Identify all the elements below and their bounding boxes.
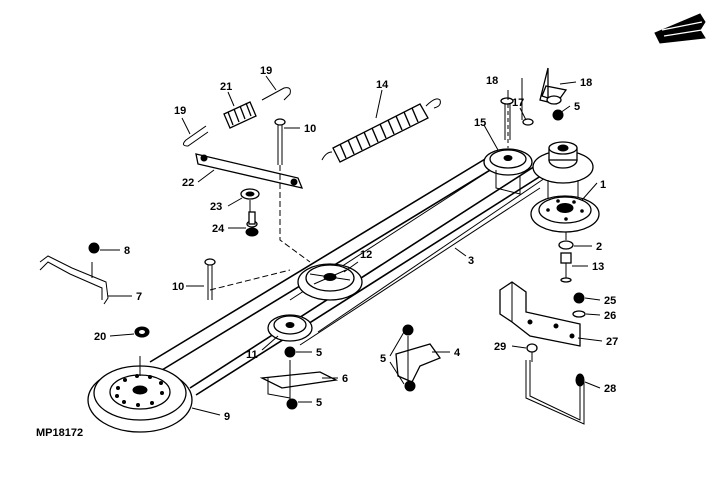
bolt-18-left bbox=[500, 97, 514, 140]
drive-belts bbox=[149, 149, 567, 396]
callout-26: 26 bbox=[604, 310, 616, 322]
drive-pulley-1 bbox=[530, 141, 600, 233]
nut-5-mid-upper bbox=[402, 324, 414, 336]
callout-11: 11 bbox=[246, 349, 258, 361]
callout-23: 23 bbox=[210, 201, 222, 213]
callout-25: 25 bbox=[604, 295, 616, 307]
nut-5-left-upper bbox=[284, 346, 296, 358]
assembly-lines bbox=[209, 104, 567, 291]
bolt-13 bbox=[560, 252, 572, 283]
washer-17 bbox=[522, 118, 534, 126]
callout-3: 3 bbox=[468, 255, 474, 267]
nut-8 bbox=[88, 242, 100, 254]
callout-2: 2 bbox=[596, 241, 602, 253]
callout-22: 22 bbox=[182, 177, 194, 189]
nut-23 bbox=[240, 188, 260, 200]
nut-5-mid-lower bbox=[404, 380, 416, 392]
rod-28 bbox=[525, 360, 585, 425]
idler-pulley-12 bbox=[297, 263, 363, 301]
callout-8: 8 bbox=[124, 245, 130, 257]
callout-5-left-upper: 5 bbox=[316, 347, 322, 359]
hook-19-left bbox=[182, 125, 209, 147]
callout-1: 1 bbox=[600, 179, 606, 191]
direction-arrow-icon bbox=[654, 13, 706, 44]
callout-15: 15 bbox=[474, 117, 486, 129]
callout-10-lower: 10 bbox=[172, 281, 184, 293]
hook-19-right bbox=[261, 87, 291, 101]
callout-5-left-lower: 5 bbox=[316, 397, 322, 409]
nut-25 bbox=[573, 292, 585, 304]
bracket-27 bbox=[499, 281, 581, 347]
callout-5-top: 5 bbox=[574, 101, 580, 113]
callout-10-upper: 10 bbox=[304, 123, 316, 135]
bracket-6 bbox=[259, 360, 339, 400]
callout-21: 21 bbox=[220, 81, 232, 93]
callout-20: 20 bbox=[94, 331, 106, 343]
callout-12: 12 bbox=[360, 249, 372, 261]
callout-13: 13 bbox=[592, 261, 604, 273]
rod-7 bbox=[39, 255, 109, 305]
callout-6: 6 bbox=[342, 373, 348, 385]
nut-5-left-lower bbox=[286, 398, 298, 410]
idler-arm-22 bbox=[195, 153, 304, 189]
bracket-4 bbox=[395, 336, 442, 384]
idler-pulley-11 bbox=[267, 314, 313, 342]
bolt-24 bbox=[245, 211, 259, 237]
large-pulley bbox=[87, 356, 193, 433]
callout-7: 7 bbox=[136, 291, 142, 303]
callout-9: 9 bbox=[224, 411, 230, 423]
bolt-10-lower bbox=[204, 258, 216, 300]
idler-pulley-15 bbox=[483, 148, 533, 195]
callout-18-right: 18 bbox=[580, 77, 592, 89]
bolt-10-upper bbox=[274, 118, 286, 165]
callout-27: 27 bbox=[606, 336, 618, 348]
callout-19-left: 19 bbox=[174, 105, 186, 117]
washer-26 bbox=[572, 310, 586, 318]
washer-2 bbox=[558, 240, 574, 250]
callout-28: 28 bbox=[604, 383, 616, 395]
callout-19-right: 19 bbox=[260, 65, 272, 77]
diagram-code: MP18172 bbox=[36, 427, 83, 439]
callout-14: 14 bbox=[376, 79, 389, 91]
nut-20 bbox=[134, 326, 150, 338]
callout-4: 4 bbox=[454, 347, 461, 359]
leader-lines bbox=[100, 75, 603, 416]
spring-21 bbox=[223, 101, 257, 129]
clip-29 bbox=[526, 343, 538, 362]
callout-17: 17 bbox=[512, 97, 524, 109]
callout-29: 29 bbox=[494, 341, 506, 353]
callout-24: 24 bbox=[212, 223, 225, 235]
callout-18-left: 18 bbox=[486, 75, 498, 87]
spring-14 bbox=[321, 98, 441, 163]
callout-labels: 1 2 3 4 5 5 5 5 6 7 8 9 10 10 11 12 13 1… bbox=[94, 65, 618, 423]
callout-5-mid: 5 bbox=[380, 353, 386, 365]
